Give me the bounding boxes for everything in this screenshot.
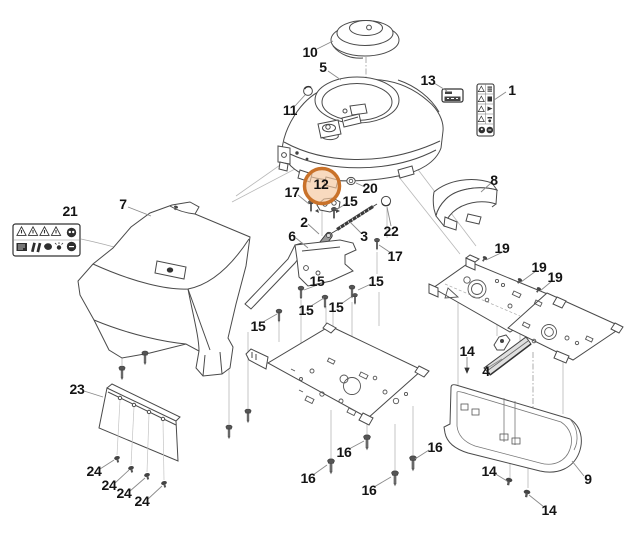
pictogram-icon — [487, 86, 493, 123]
part-callout-2[interactable]: 2 — [300, 214, 308, 230]
part-9-tub-drawing — [443, 384, 582, 473]
part-23-flap-drawing — [98, 383, 181, 481]
part-callout-24[interactable]: 24 — [134, 493, 150, 509]
part-8-deflector-drawing — [432, 179, 499, 231]
part-3-rod-drawing — [331, 203, 378, 234]
right-base-plates-drawing — [428, 254, 624, 364]
part-callout-10[interactable]: 10 — [302, 44, 318, 60]
part-callout-14[interactable]: 14 — [459, 343, 475, 359]
part-11-capnut-drawing — [303, 85, 313, 96]
part-callout-19[interactable]: 19 — [547, 269, 563, 285]
part-callout-14[interactable]: 14 — [481, 463, 497, 479]
part-6-bracket-drawing — [244, 239, 357, 310]
part-callout-16[interactable]: 16 — [300, 470, 316, 486]
part-callout-17[interactable]: 17 — [387, 248, 403, 264]
prohibition-icon — [66, 227, 77, 252]
part-callout-22[interactable]: 22 — [383, 223, 399, 239]
part-4-blade-drawing — [483, 334, 532, 376]
part-callout-24[interactable]: 24 — [101, 477, 117, 493]
part-callout-17[interactable]: 17 — [284, 184, 300, 200]
pictogram-icon — [31, 242, 62, 253]
projection-lines — [121, 157, 564, 488]
prohibition-icon — [478, 126, 494, 134]
part-callout-7[interactable]: 7 — [119, 196, 127, 212]
part-20-nut-drawing — [346, 176, 356, 186]
part-10-cap-drawing — [330, 20, 400, 59]
safety-label-1 — [476, 83, 495, 137]
part-callout-15[interactable]: 15 — [309, 273, 325, 289]
part-callout-15[interactable]: 15 — [368, 273, 384, 289]
part-callout-21[interactable]: 21 — [62, 203, 78, 219]
warning-triangle-icon — [477, 85, 485, 122]
highlight-fill — [304, 168, 340, 204]
read-manual-icon — [16, 243, 27, 251]
part-callout-19[interactable]: 19 — [494, 240, 510, 256]
part-callout-5[interactable]: 5 — [319, 59, 327, 75]
part-22-cap-drawing — [380, 195, 392, 207]
part-callout-15[interactable]: 15 — [250, 318, 266, 334]
part-callout-15[interactable]: 15 — [328, 299, 344, 315]
part-callout-24[interactable]: 24 — [86, 463, 102, 479]
part-callout-24[interactable]: 24 — [116, 485, 132, 501]
warning-triangle-icon — [16, 225, 62, 236]
part-callout-14[interactable]: 14 — [541, 502, 557, 518]
part-callout-20[interactable]: 20 — [362, 180, 378, 196]
safety-label-21 — [12, 223, 168, 266]
part-5-housing-drawing — [277, 76, 444, 189]
part-callout-11[interactable]: 11 — [282, 102, 298, 118]
part-callout-1[interactable]: 1 — [508, 82, 516, 98]
part-callout-19[interactable]: 19 — [531, 259, 547, 275]
part-13-plate-drawing — [441, 88, 464, 103]
part-callout-13[interactable]: 13 — [420, 72, 436, 88]
part-callout-16[interactable]: 16 — [361, 482, 377, 498]
part-callout-15[interactable]: 15 — [342, 193, 358, 209]
part-callout-6[interactable]: 6 — [288, 228, 296, 244]
part-callout-3[interactable]: 3 — [360, 228, 368, 244]
part-callout-12[interactable]: 12 — [313, 176, 329, 192]
part-7-chute-drawing — [77, 201, 251, 377]
middle-base-plate-drawing — [245, 322, 430, 426]
leader-lines — [83, 40, 585, 508]
highlight-ring — [302, 166, 342, 206]
part-callout-23[interactable]: 23 — [69, 381, 85, 397]
part-callout-8[interactable]: 8 — [490, 172, 498, 188]
part-callout-4[interactable]: 4 — [482, 363, 490, 379]
part-callout-9[interactable]: 9 — [584, 471, 592, 487]
part-callout-16[interactable]: 16 — [336, 444, 352, 460]
part-callout-16[interactable]: 16 — [427, 439, 443, 455]
part-callout-15[interactable]: 15 — [298, 302, 314, 318]
selection-highlight[interactable] — [302, 166, 342, 206]
